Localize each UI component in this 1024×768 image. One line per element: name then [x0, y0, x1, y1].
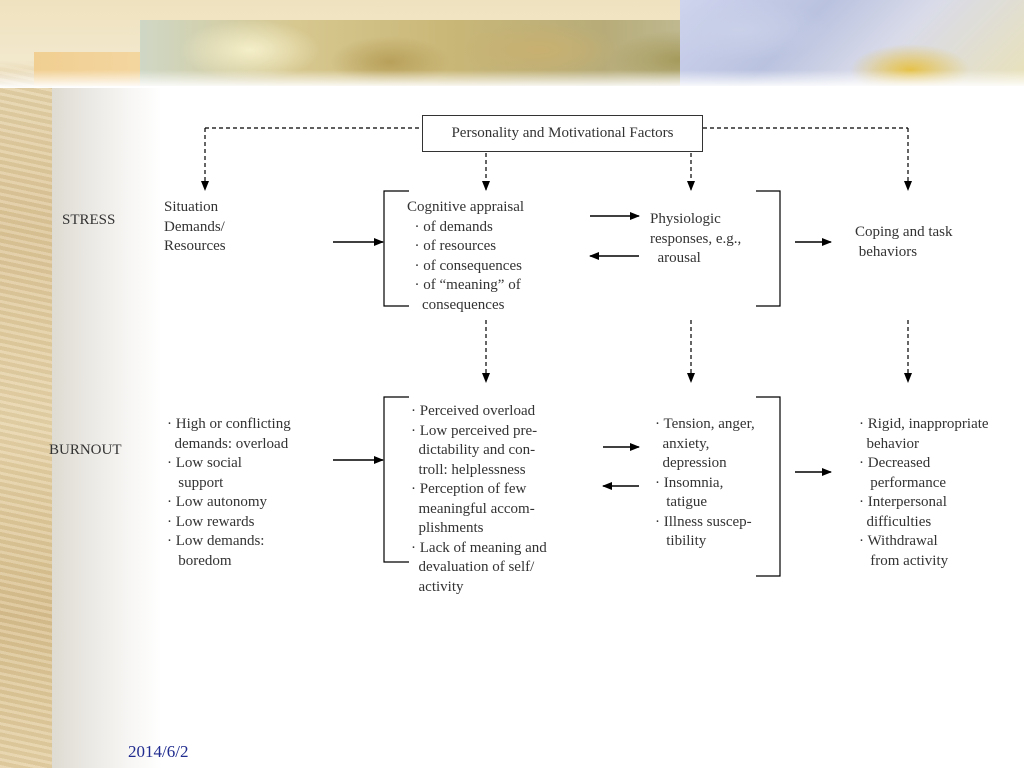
bracket-stress-physiologic-right [756, 190, 781, 307]
stress-coping-text: Coping and task behaviors [855, 224, 953, 260]
personality-factors-box: Personality and Motivational Factors [422, 115, 703, 152]
left-gradient-fade [52, 0, 162, 768]
bracket-burnout-cognitive-left [383, 396, 409, 563]
burnout-physiologic-text: · Tension, anger, anxiety, depression · … [655, 416, 755, 549]
burnout-coping-text: · Rigid, inappropriate behavior · Decrea… [859, 416, 989, 569]
left-parchment-strip [0, 0, 52, 768]
burnout-situation-text: · High or conflicting demands: overload … [167, 416, 291, 569]
solid-arrows [333, 212, 832, 490]
dashed-feedback-lines [201, 127, 912, 383]
bracket-burnout-physiologic-right [756, 396, 781, 577]
stress-situation-text: Situation Demands/ Resources [164, 199, 226, 254]
slide-date: 2014/6/2 [128, 742, 189, 761]
brackets [383, 190, 781, 577]
stress-physiologic-text: Physiologic responses, e.g., arousal [650, 211, 742, 266]
burnout-cognitive-text: · Perceived overload · Low perceived pre… [411, 403, 547, 595]
stress-cognitive-text: Cognitive appraisal · of demands · of re… [407, 199, 525, 313]
row-label-burnout: BURNOUT [49, 442, 122, 458]
row-label-stress: STRESS [62, 212, 116, 228]
bracket-stress-cognitive-left [383, 190, 409, 307]
top-banner-fade [0, 70, 1024, 88]
